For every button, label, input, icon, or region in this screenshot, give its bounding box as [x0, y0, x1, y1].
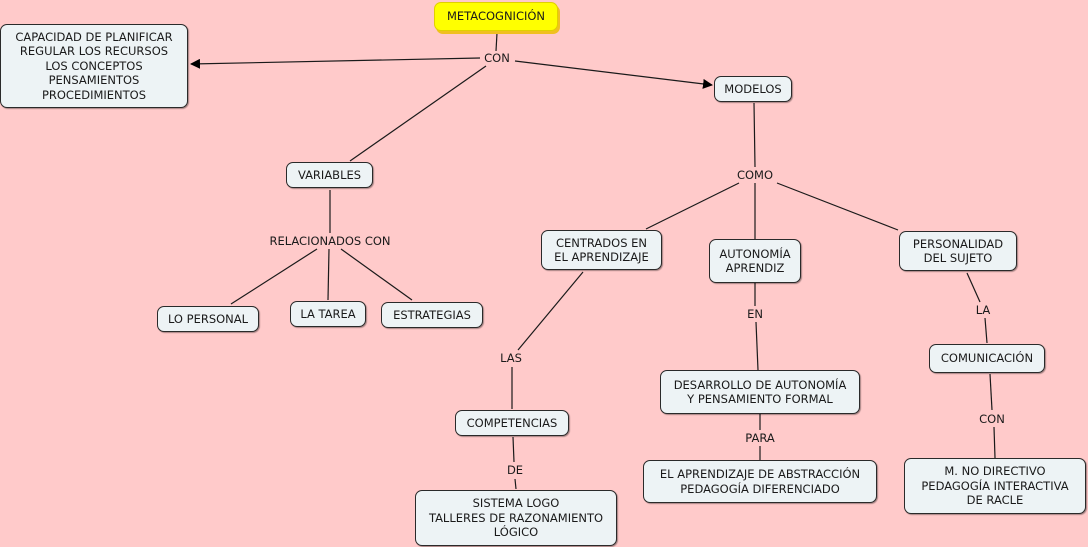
line-relacionados-estrategias — [340, 248, 413, 301]
line-comunicacion-con — [989, 373, 993, 411]
concept-no-directivo[interactable]: M. NO DIRECTIVO PEDAGOGÍA INTERACTIVA DE… — [904, 458, 1086, 514]
line-como-personalidad — [776, 182, 899, 231]
link-word-para: PARA — [743, 431, 777, 445]
line-en-desarrollo — [755, 321, 759, 371]
link-word-las: LAS — [498, 351, 524, 365]
concept-lo-personal[interactable]: LO PERSONAL — [157, 306, 259, 332]
concept-metacognicion[interactable]: METACOGNICIÓN — [434, 2, 558, 31]
concept-la-tarea[interactable]: LA TAREA — [290, 301, 366, 327]
link-word-la: LA — [973, 303, 993, 317]
line-de-sistema — [514, 478, 517, 490]
line-relacionados-personal — [230, 248, 318, 305]
link-word-con: CON — [482, 51, 512, 65]
line-modelos-como — [753, 102, 756, 168]
concept-competencias[interactable]: COMPETENCIAS — [455, 410, 569, 436]
line-como-centrados — [645, 182, 740, 230]
concept-autonomia[interactable]: AUTONOMÍA APRENDIZ — [709, 239, 801, 283]
concept-comunicacion[interactable]: COMUNICACIÓN — [929, 344, 1045, 373]
concept-modelos[interactable]: MODELOS — [714, 76, 792, 102]
arrow-con-modelos — [514, 60, 713, 89]
line-con-variables — [349, 65, 487, 162]
concept-variables[interactable]: VARIABLES — [286, 162, 373, 188]
link-word-relacionados-con: RELACIONADOS CON — [267, 234, 393, 248]
concept-desarrollo[interactable]: DESARROLLO DE AUTONOMÍA Y PENSAMIENTO FO… — [660, 370, 860, 414]
line-competencias-de — [512, 436, 515, 463]
line-centrados-las — [517, 271, 584, 351]
link-word-con-bottom: CON — [977, 412, 1007, 426]
concept-centrados[interactable]: CENTRADOS EN EL APRENDIZAJE — [541, 230, 662, 270]
link-word-como: COMO — [734, 168, 776, 182]
arrow-con-capacidad — [190, 57, 481, 69]
link-word-de: DE — [504, 463, 526, 477]
concept-sistema-logo[interactable]: SISTEMA LOGO TALLERES DE RAZONAMIENTO LÓ… — [415, 490, 617, 546]
link-word-en: EN — [745, 307, 765, 321]
concept-aprendizaje-abstraccion[interactable]: EL APRENDIZAJE DE ABSTRACCIÓN PEDAGOGÍA … — [643, 460, 877, 503]
concept-estrategias[interactable]: ESTRATEGIAS — [381, 302, 483, 328]
concept-personalidad[interactable]: PERSONALIDAD DEL SUJETO — [899, 231, 1017, 271]
line-metacognicion-con — [495, 32, 498, 52]
line-personalidad-la — [966, 272, 981, 303]
line-con-nodirectivo — [993, 426, 996, 459]
line-la-comunicacion — [984, 317, 988, 344]
line-relacionados-tarea — [327, 248, 330, 301]
concept-capacidad[interactable]: CAPACIDAD DE PLANIFICAR REGULAR LOS RECU… — [0, 24, 188, 108]
